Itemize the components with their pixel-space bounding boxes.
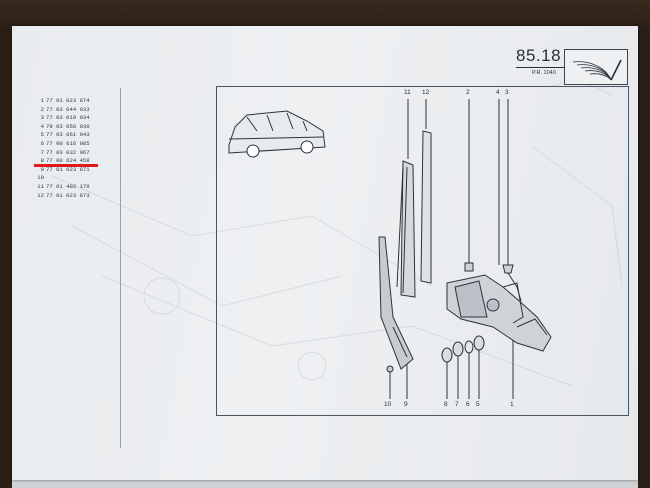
red-highlight-mark (34, 164, 98, 167)
column-divider (120, 88, 121, 448)
callout-8: 8 (444, 401, 448, 408)
wiper-sweep-icon (564, 49, 628, 85)
bleed-through-ghost (51, 82, 623, 387)
callout-1: 1 (510, 401, 514, 408)
callout-6: 6 (466, 401, 470, 408)
callout-7: 7 (455, 401, 459, 408)
page-reference: P.R. 1040 (532, 70, 556, 76)
wiper-assembly-drawing (228, 99, 552, 399)
callout-3: 3 (505, 89, 509, 96)
part-row-struck: 10 (37, 174, 44, 182)
exploded-diagram-frame: 11 12 2 4 3 10 9 8 7 6 5 1 (216, 86, 629, 416)
callout-12: 12 (422, 89, 430, 96)
callout-10: 10 (384, 401, 392, 408)
callout-4: 4 (496, 89, 500, 96)
callout-5: 5 (476, 401, 480, 408)
page-number: 85.18 (516, 46, 562, 65)
page-header: 85.18 P.R. 1040 (512, 46, 622, 82)
page-number-underline (516, 67, 566, 68)
car-thumbnail-icon (228, 110, 326, 158)
desk-background (0, 0, 650, 30)
callout-9: 9 (404, 401, 408, 408)
callout-11: 11 (404, 89, 411, 96)
callout-2: 2 (466, 89, 470, 96)
